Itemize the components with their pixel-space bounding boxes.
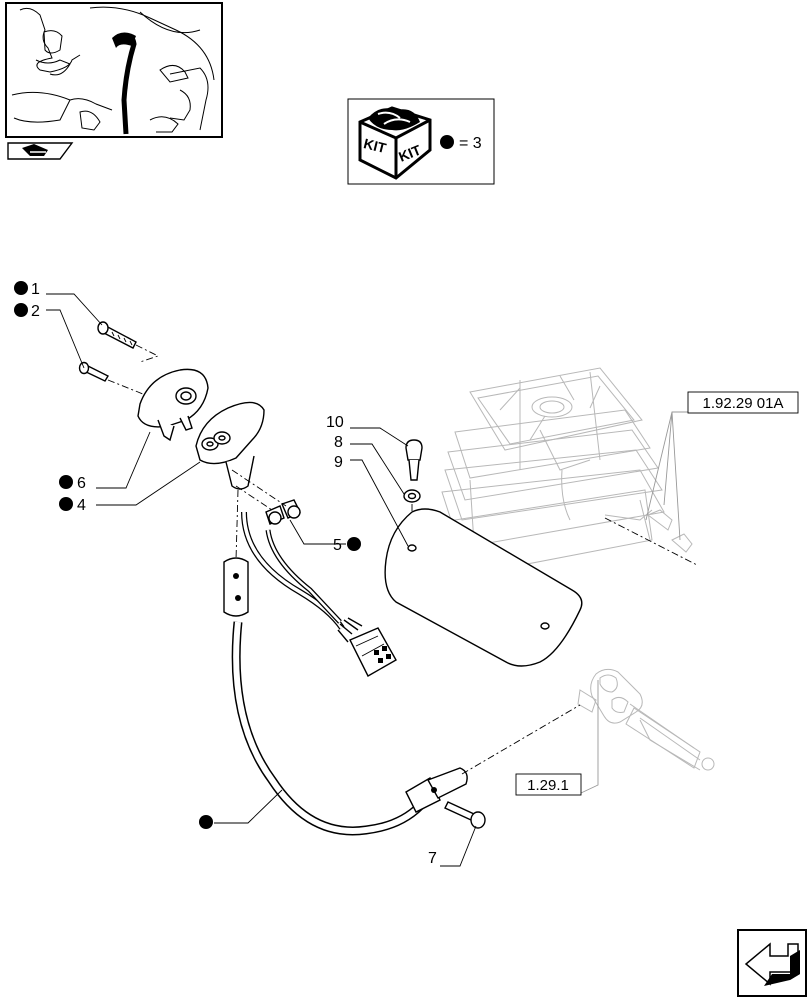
kit-bullet-icon [440,135,454,149]
callout-2-bullet-icon [14,303,28,317]
callout-6[interactable]: 6 [59,475,86,492]
callout-9[interactable]: 9 [334,454,343,471]
cable-assembly[interactable] [223,557,468,836]
arrow-icon [744,942,799,986]
screw-part-1[interactable] [97,321,137,349]
lever-ghost [577,668,715,771]
back-navigation-icon[interactable] [7,142,74,160]
callout-9-label: 9 [334,454,343,471]
kit-label-left: KIT [362,135,388,156]
screw-part-10[interactable] [405,439,423,481]
callout-8[interactable]: 8 [334,434,343,451]
screw-part-2[interactable] [78,361,109,382]
callout-7-label: 7 [428,850,437,867]
reference-lever-label: 1.29.1 [527,777,569,794]
kit-icon: KIT KIT [358,106,432,180]
callout-2[interactable]: 2 [14,303,40,320]
cable-callout-bullet-icon[interactable] [199,815,213,829]
callout-6-label: 6 [77,475,86,492]
callout-10[interactable]: 10 [326,414,344,431]
reference-console-label: 1.92.29 01A [703,395,784,412]
reference-box-lever[interactable]: 1.29.1 [515,773,582,796]
knob-head-part-4[interactable] [195,401,265,490]
callout-2-label: 2 [31,303,40,320]
kit-label-right: KIT [396,141,423,164]
pins-part-5[interactable] [265,499,301,525]
callout-8-label: 8 [334,434,343,451]
callout-5-bullet-icon [347,537,361,551]
callout-1[interactable]: 1 [14,281,40,298]
next-page-button[interactable] [737,929,807,997]
kit-legend-box: KIT KIT = 3 [347,98,495,185]
callout-6-bullet-icon [59,475,73,489]
cover-plate-part-9[interactable] [384,508,583,667]
overview-thumbnail[interactable] [5,2,223,138]
kit-quantity-text: = 3 [459,135,482,152]
knob-base-part-6[interactable] [137,368,209,442]
screw-part-7[interactable] [444,801,486,829]
callout-5-label: 5 [333,537,342,554]
washer-part-8[interactable] [403,489,421,503]
electrical-connector [337,617,397,677]
callout-10-label: 10 [326,414,344,431]
callout-7[interactable]: 7 [428,850,437,867]
callout-4-label: 4 [77,497,86,514]
callout-5[interactable]: 5 [333,537,361,554]
callout-1-label: 1 [31,281,40,298]
callout-4-bullet-icon [59,497,73,511]
reference-box-console[interactable]: 1.92.29 01A [687,391,799,414]
callout-4[interactable]: 4 [59,497,86,514]
callout-1-bullet-icon [14,281,28,295]
